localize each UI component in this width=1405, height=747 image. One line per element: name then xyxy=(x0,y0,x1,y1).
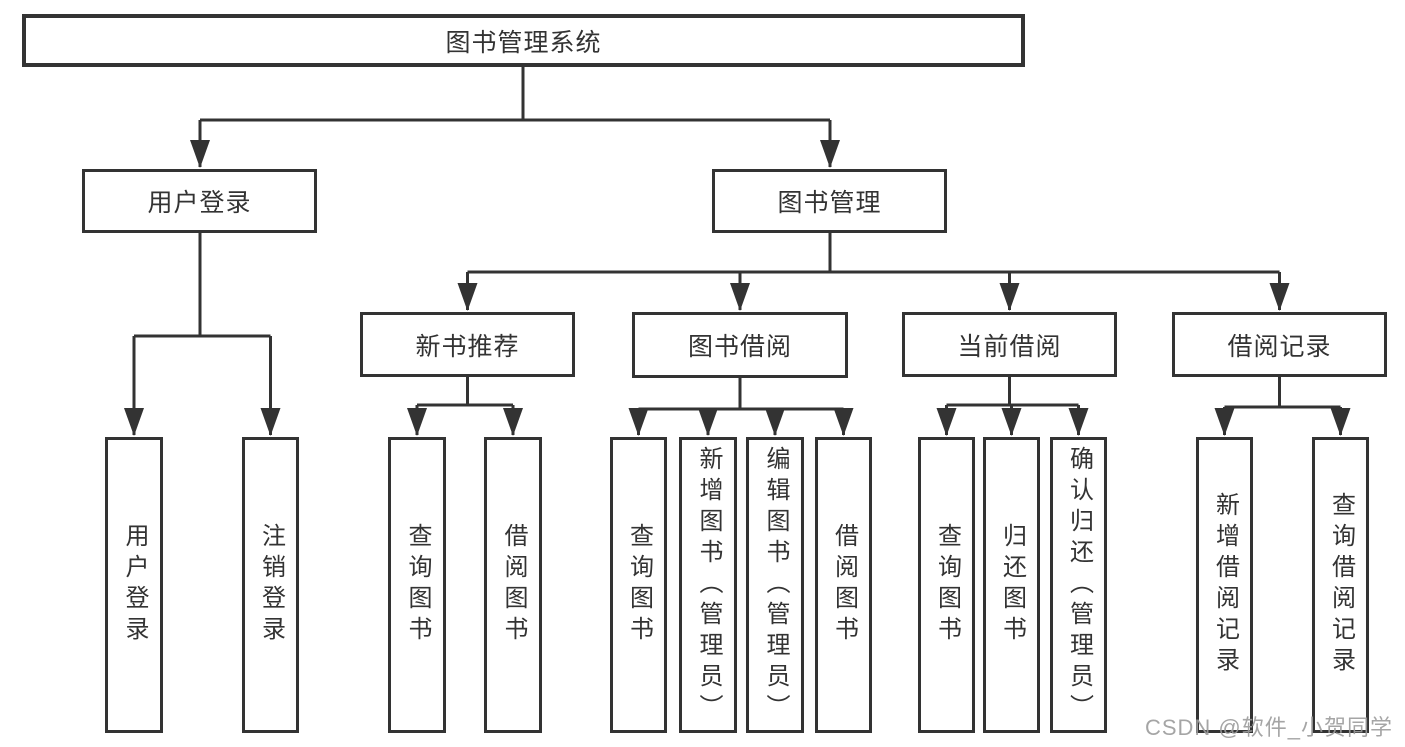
node-new-book-recommend-label: 新书推荐 xyxy=(415,332,520,361)
connector-current-borrow xyxy=(936,377,1089,436)
node-leaf-add-borrow-record-label: 新增借阅记录 xyxy=(1211,492,1239,678)
node-leaf-add-borrow-record: 新增借阅记录 xyxy=(1196,437,1253,733)
connector-root xyxy=(190,67,840,168)
node-leaf-query-books-borrow-label: 查询图书 xyxy=(625,523,653,647)
connector-borrow-records xyxy=(1214,377,1351,436)
node-leaf-logout-label: 注销登录 xyxy=(257,523,285,647)
node-root-label: 图书管理系统 xyxy=(445,28,602,57)
node-leaf-add-book-admin-label: 新增图书（管理员） xyxy=(695,445,722,725)
csdn-watermark: CSDN @软件_小贺同学 xyxy=(1144,715,1393,740)
node-leaf-borrow-books: 借阅图书 xyxy=(815,437,872,733)
node-leaf-borrow-books-recommend-label: 借阅图书 xyxy=(500,523,527,647)
node-user-login-branch: 用户登录 xyxy=(82,169,317,233)
node-current-borrow: 当前借阅 xyxy=(902,312,1117,377)
node-leaf-return-book-label: 归还图书 xyxy=(998,523,1026,647)
node-borrow-records-label: 借阅记录 xyxy=(1227,332,1332,361)
node-leaf-borrow-books-recommend: 借阅图书 xyxy=(484,437,542,733)
node-new-book-recommend: 新书推荐 xyxy=(360,312,575,377)
node-borrow-records: 借阅记录 xyxy=(1172,312,1387,377)
node-leaf-confirm-return-admin-label: 确认归还（管理员） xyxy=(1065,445,1093,725)
node-leaf-borrow-books-label: 借阅图书 xyxy=(830,523,858,647)
node-leaf-query-books-current: 查询图书 xyxy=(918,437,975,733)
node-leaf-user-login-label: 用户登录 xyxy=(121,523,148,647)
connector-new-book-recommend xyxy=(407,377,523,436)
connector-user-branch xyxy=(124,233,281,436)
node-leaf-query-books-recommend: 查询图书 xyxy=(388,437,446,733)
node-leaf-edit-book-admin: 编辑图书（管理员） xyxy=(746,437,804,733)
node-leaf-return-book: 归还图书 xyxy=(983,437,1040,733)
node-leaf-user-login: 用户登录 xyxy=(105,437,163,733)
node-user-login-branch-label: 用户登录 xyxy=(147,189,252,217)
node-leaf-query-books-current-label: 查询图书 xyxy=(933,523,961,647)
node-leaf-logout: 注销登录 xyxy=(242,437,299,733)
node-current-borrow-label: 当前借阅 xyxy=(957,332,1062,361)
node-leaf-edit-book-admin-label: 编辑图书（管理员） xyxy=(762,445,789,725)
node-leaf-add-book-admin: 新增图书（管理员） xyxy=(679,437,737,733)
node-leaf-query-borrow-record-label: 查询借阅记录 xyxy=(1327,492,1355,678)
node-book-management-branch: 图书管理 xyxy=(712,169,947,233)
node-leaf-confirm-return-admin: 确认归还（管理员） xyxy=(1050,437,1107,733)
node-book-management-branch-label: 图书管理 xyxy=(777,189,882,217)
node-root: 图书管理系统 xyxy=(22,14,1025,67)
node-leaf-query-books-recommend-label: 查询图书 xyxy=(404,523,431,647)
connector-book-borrow xyxy=(628,377,854,436)
node-leaf-query-books-borrow: 查询图书 xyxy=(610,437,667,733)
connector-book-branch xyxy=(457,233,1290,311)
node-leaf-query-borrow-record: 查询借阅记录 xyxy=(1312,437,1369,733)
node-book-borrow: 图书借阅 xyxy=(632,312,848,378)
node-book-borrow-label: 图书借阅 xyxy=(687,333,792,361)
